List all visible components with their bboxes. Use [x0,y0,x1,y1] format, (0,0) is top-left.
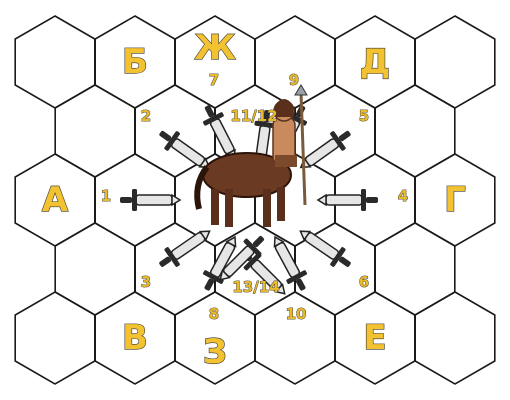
attack-number: 13/14 [232,278,279,296]
sword-icon [273,235,307,291]
attack-number: 4 [398,187,408,205]
zone-letter-z: З [203,332,227,372]
zone-letter-g: Г [444,180,466,220]
zone-letter-v: В [122,318,148,358]
sword-icon [316,189,378,211]
zone-letter-d: Д [360,42,390,82]
attack-number: 2 [141,107,151,125]
attack-number: 1 [101,187,111,205]
sword-icon [219,235,265,281]
hex-cell[interactable] [414,291,496,385]
sword-icon [159,130,211,169]
zone-letter-e: Е [363,318,386,358]
sword-icon [120,189,182,211]
sword-icon [299,230,351,267]
hex-grid [14,15,496,385]
attack-number: 6 [359,273,369,291]
attack-numbers: 1 2 3 4 5 6 7 8 9 10 11/12 13/14 [100,71,408,324]
attack-number: 11/12 [230,107,277,125]
attack-number: 3 [141,273,151,291]
sword-icon [240,249,286,295]
attack-number: 7 [209,71,219,89]
attack-number: 9 [289,71,299,89]
sword-icon [159,230,211,267]
attack-number: 10 [286,305,307,323]
zone-letters: А Б В Г Д Е Ж З [41,27,466,372]
sword-icon [203,235,237,291]
zone-letter-b: Б [122,42,148,82]
sword-icon [299,130,351,169]
zone-letter-zh: Ж [194,28,236,68]
zone-letter-a: А [42,180,69,220]
centaur-icon[interactable] [194,84,308,227]
attack-number: 8 [209,305,219,323]
attack-number: 5 [359,107,369,125]
